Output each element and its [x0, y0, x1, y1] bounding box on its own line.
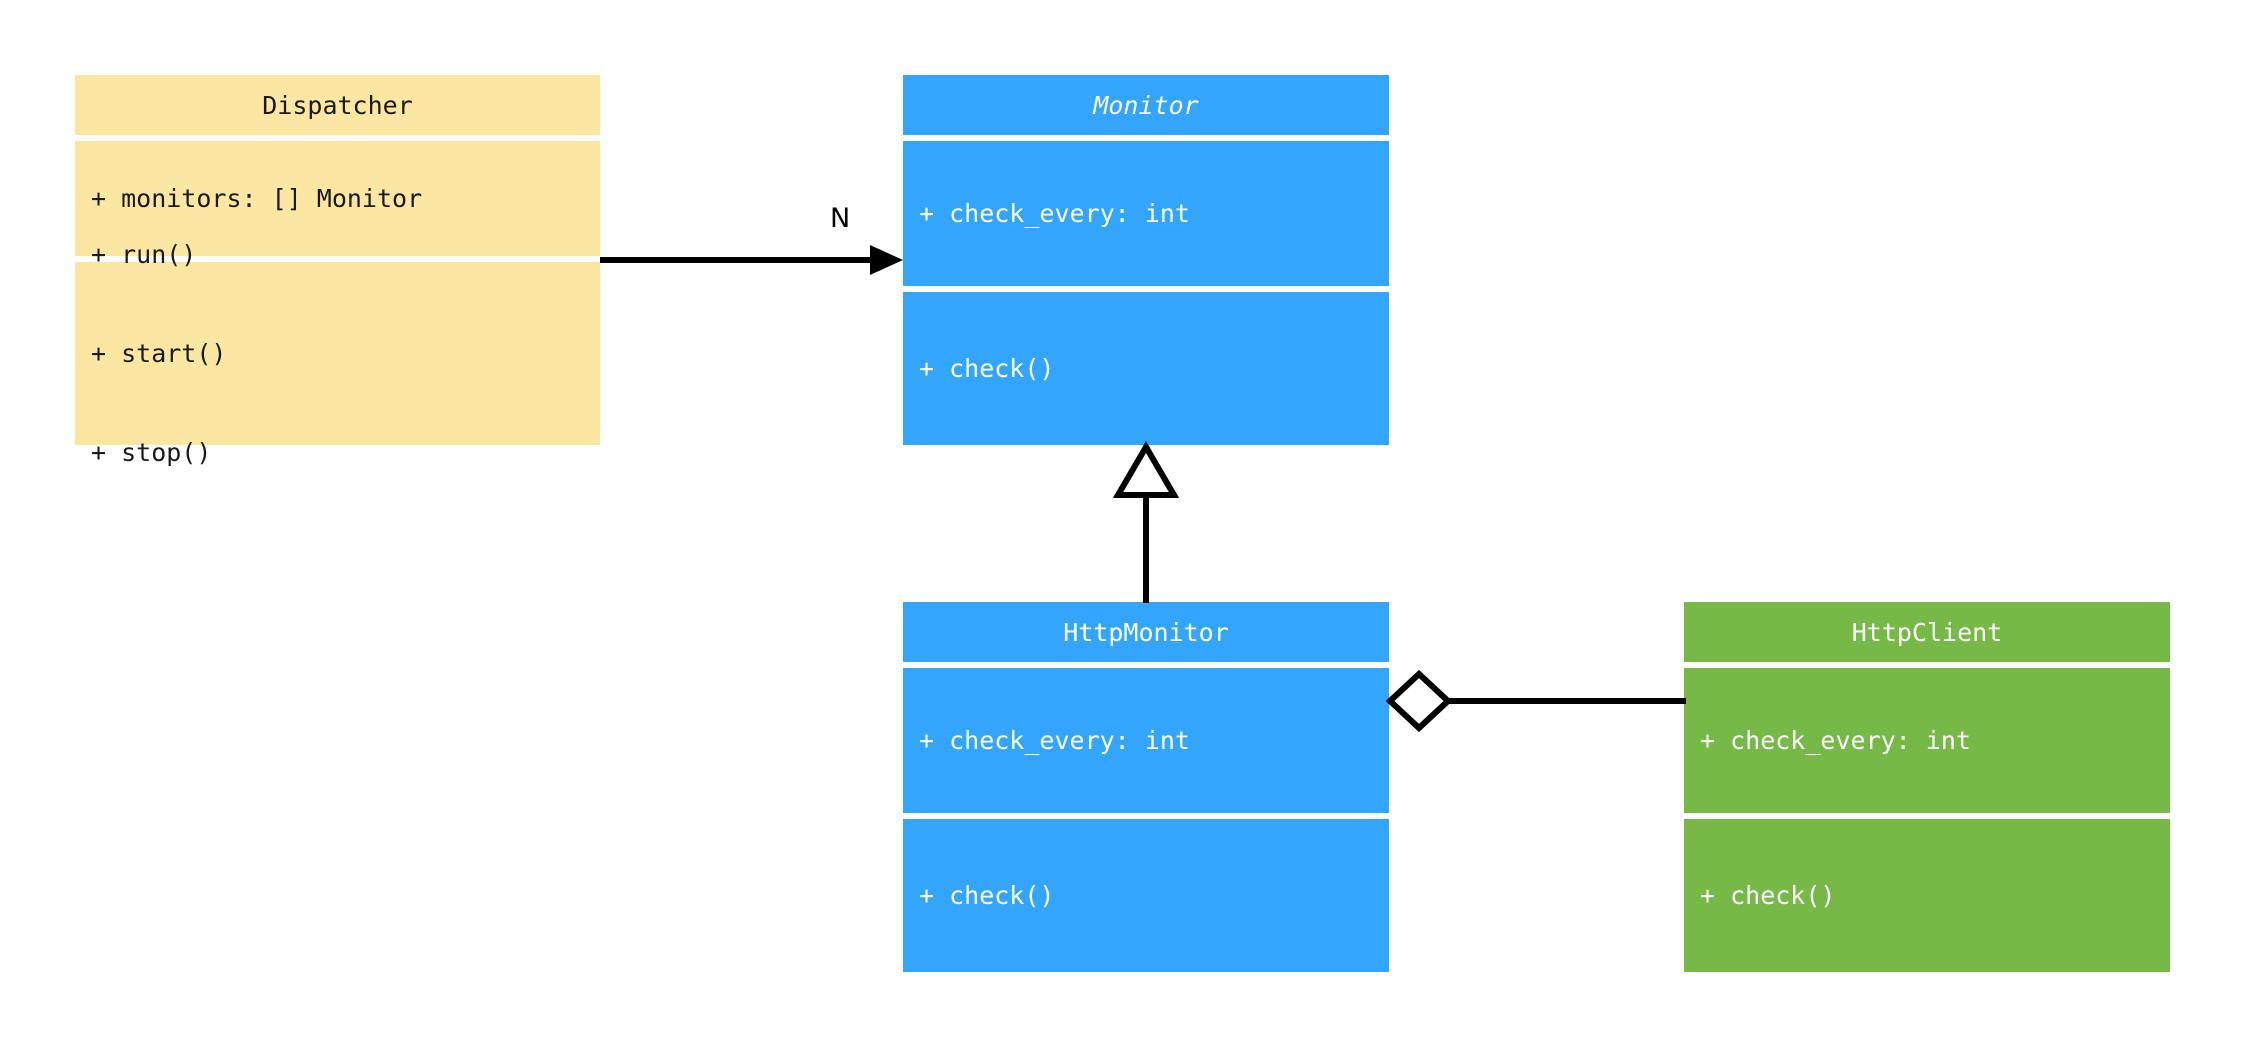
class-title-http-monitor: HttpMonitor	[903, 602, 1389, 662]
aggregation-http-monitor-http-client	[1385, 669, 1686, 733]
class-methods-http-monitor: + check()	[903, 819, 1389, 972]
class-title-http-client: HttpClient	[1684, 602, 2170, 662]
method-line: + check()	[1700, 881, 1836, 910]
class-box-http-client[interactable]: HttpClient + check_every: int + check()	[1684, 602, 2170, 972]
generalization-http-monitor-monitor	[1112, 441, 1180, 603]
association-multiplicity-label: N	[830, 203, 851, 234]
attribute-line: + check_every: int	[1700, 726, 1971, 755]
compartment-divider	[903, 813, 1389, 819]
method-line: + check()	[919, 881, 1055, 910]
attribute-line: + check_every: int	[919, 199, 1190, 228]
class-title-monitor: Monitor	[903, 75, 1389, 135]
class-attributes-dispatcher: + monitors: [] Monitor	[75, 141, 600, 256]
class-methods-monitor: + check()	[903, 292, 1389, 445]
compartment-divider	[1684, 813, 2170, 819]
class-methods-dispatcher: + run() + start() + stop()	[75, 240, 600, 467]
compartment-divider	[903, 135, 1389, 141]
method-line: + run()	[91, 240, 197, 269]
method-line: + check()	[919, 354, 1055, 383]
association-dispatcher-monitor	[600, 245, 903, 275]
class-title-dispatcher: Dispatcher	[75, 75, 600, 135]
method-line: + start()	[91, 339, 227, 368]
class-attributes-http-monitor: + check_every: int	[903, 668, 1389, 813]
attribute-line: + check_every: int	[919, 726, 1190, 755]
class-box-monitor[interactable]: Monitor + check_every: int + check()	[903, 75, 1389, 445]
class-methods-http-client: + check()	[1684, 819, 2170, 972]
compartment-divider	[75, 256, 600, 262]
method-list: + run() + start() + stop()	[75, 172, 600, 535]
class-attributes-http-client: + check_every: int	[1684, 668, 2170, 813]
compartment-divider	[903, 286, 1389, 292]
method-line: + stop()	[91, 438, 212, 467]
compartment-divider	[75, 135, 600, 141]
compartment-divider	[1684, 662, 2170, 668]
attribute-line: + monitors: [] Monitor	[91, 184, 423, 213]
class-box-dispatcher[interactable]: Dispatcher + monitors: [] Monitor + run(…	[75, 75, 600, 467]
class-attributes-monitor: + check_every: int	[903, 141, 1389, 286]
compartment-divider	[903, 662, 1389, 668]
class-box-http-monitor[interactable]: HttpMonitor + check_every: int + check()	[903, 602, 1389, 972]
